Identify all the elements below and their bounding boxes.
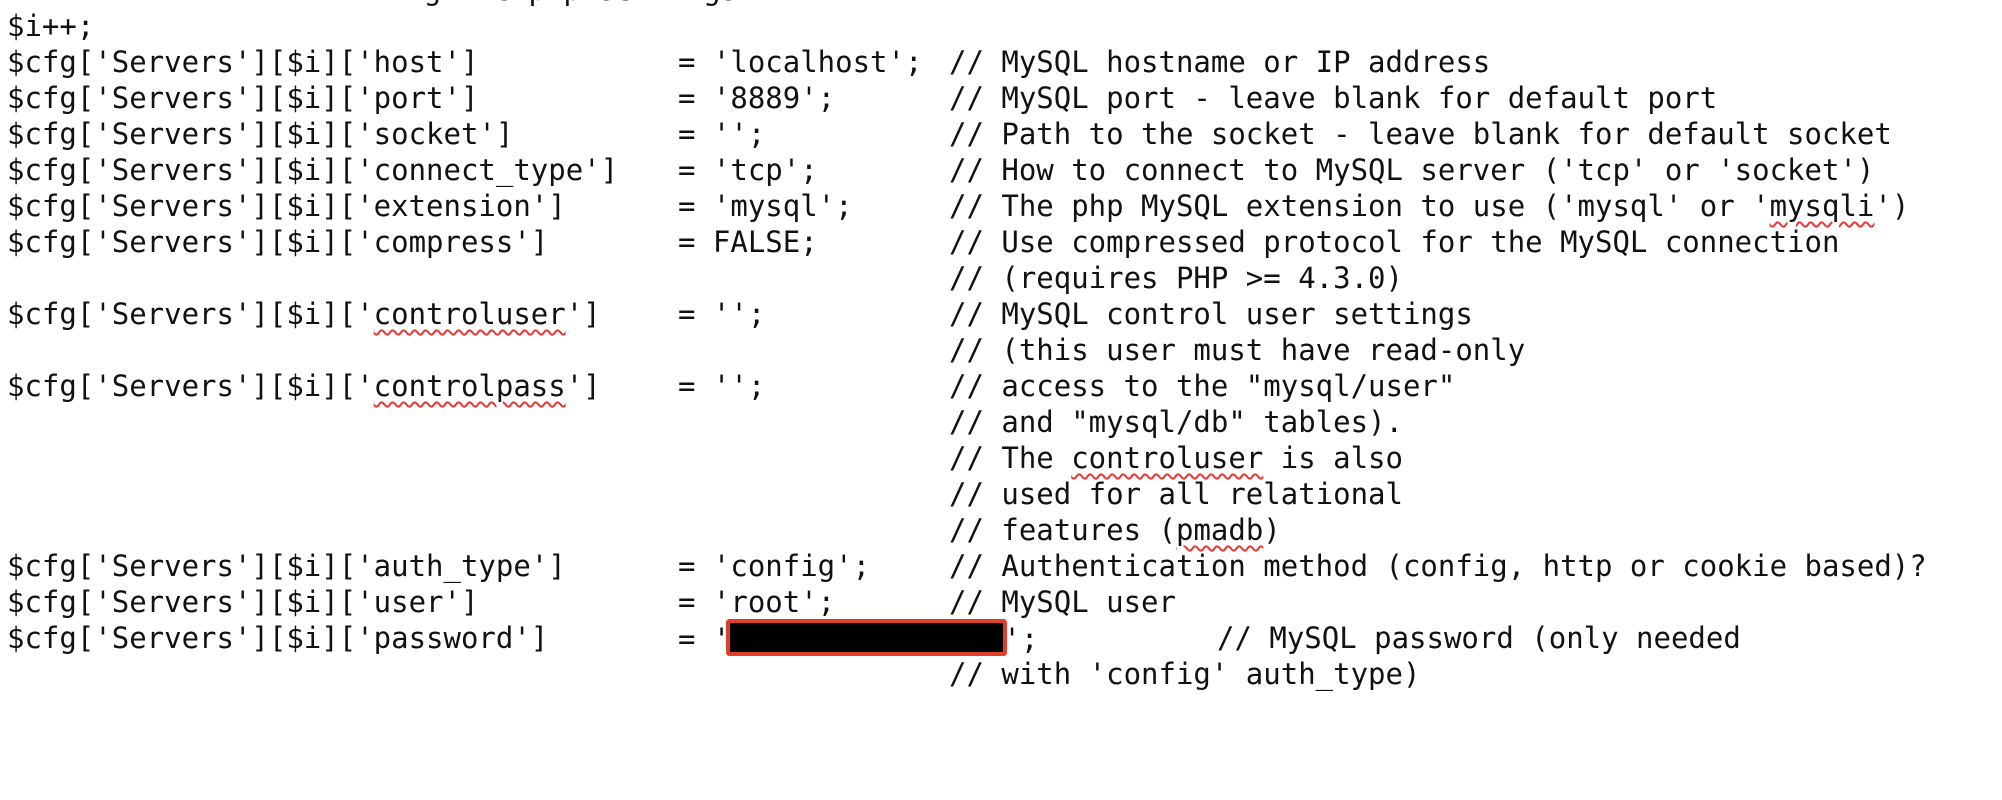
code-line-3: $cfg['Servers'][$i]['host'] = 'localhost… <box>7 44 2002 80</box>
config-value: = 'root'; <box>678 585 836 619</box>
code-line-5: $cfg['Servers'][$i]['socket'] = ''; // P… <box>7 116 2002 152</box>
spellcheck-flagged-word: pmadb <box>1175 513 1264 547</box>
code-comment: // features (pmadb) <box>949 512 1281 548</box>
config-key: $cfg['Servers'][$i]['socket'] <box>7 117 514 151</box>
spellcheck-flagged-word: controlpass <box>373 369 566 403</box>
config-value: = 'config'; <box>678 549 871 583</box>
code-line-13: // and "mysql/db" tables). <box>7 404 2002 440</box>
config-value: = 'tcp'; <box>678 153 818 187</box>
code-line-1: ...nfig.inc.php settings... <box>7 0 2002 8</box>
code-line-4: $cfg['Servers'][$i]['port'] = '8889'; //… <box>7 80 2002 116</box>
config-key: $cfg['Servers'][$i]['auth_type'] <box>7 549 566 583</box>
code-comment: // MySQL hostname or IP address <box>949 45 1491 79</box>
code-comment: // Use compressed protocol for the MySQL… <box>949 225 1840 259</box>
code-text: $i++; <box>7 9 95 43</box>
spellcheck-flagged-word: mysqli <box>1769 189 1875 223</box>
redaction-box <box>730 623 1004 652</box>
code-comment: // Authentication method (config, http o… <box>949 549 1927 583</box>
spellcheck-flagged-word: controluser <box>1071 441 1264 475</box>
spellcheck-flagged-word: controluser <box>373 297 566 331</box>
code-comment: // MySQL user <box>949 585 1176 619</box>
code-line-7: $cfg['Servers'][$i]['extension'] = 'mysq… <box>7 188 2002 224</box>
code-comment: // used for all relational <box>949 477 1403 511</box>
code-line-14: // The controluser is also <box>7 440 2002 476</box>
config-key: $cfg['Servers'][$i]['controluser'] <box>7 296 601 332</box>
config-value: = ''; <box>678 369 766 403</box>
code-line-20: // with 'config' auth_type) <box>7 656 2002 692</box>
config-key: $cfg['Servers'][$i]['extension'] <box>7 189 566 223</box>
code-comment: // with 'config' auth_type) <box>949 657 1421 691</box>
code-comment: // The php MySQL extension to use ('mysq… <box>949 188 1909 224</box>
code-line-11: // (this user must have read-only <box>7 332 2002 368</box>
config-value: = ''; <box>678 117 766 151</box>
code-line-9: // (requires PHP >= 4.3.0) <box>7 260 2002 296</box>
comment-text: ) <box>1263 513 1281 547</box>
code-comment: // MySQL control user settings <box>949 297 1473 331</box>
config-key: $cfg['Servers'][$i]['controlpass'] <box>7 368 601 404</box>
comment-text: ') <box>1874 189 1910 223</box>
config-value: = ' '; <box>678 620 1038 657</box>
key-text: '] <box>565 297 601 331</box>
code-line-10: $cfg['Servers'][$i]['controluser'] = '';… <box>7 296 2002 332</box>
config-key: $cfg['Servers'][$i]['host'] <box>7 45 479 79</box>
value-text: '; <box>1003 622 1039 656</box>
config-value: = ''; <box>678 297 766 331</box>
config-value: = '8889'; <box>678 81 836 115</box>
code-comment: // MySQL port - leave blank for default … <box>949 81 1718 115</box>
code-line-16: // features (pmadb) <box>7 512 2002 548</box>
comment-text: // features ( <box>949 513 1176 547</box>
config-key: $cfg['Servers'][$i]['connect_type'] <box>7 153 619 187</box>
code-comment: // MySQL password (only needed <box>1217 621 1741 655</box>
code-comment: // Path to the socket - leave blank for … <box>949 117 1892 151</box>
code-comment: // How to connect to MySQL server ('tcp'… <box>949 153 1875 187</box>
comment-text: // The php MySQL extension to use ('mysq… <box>949 189 1770 223</box>
code-line-17: $cfg['Servers'][$i]['auth_type'] = 'conf… <box>7 548 2002 584</box>
value-text: = ' <box>678 622 731 656</box>
code-line-8: $cfg['Servers'][$i]['compress'] = FALSE;… <box>7 224 2002 260</box>
comment-text: // The <box>949 441 1072 475</box>
code-line-2: $i++; <box>7 8 2002 44</box>
code-line-12: $cfg['Servers'][$i]['controlpass'] = '';… <box>7 368 2002 404</box>
code-comment: // and "mysql/db" tables). <box>949 405 1403 439</box>
key-text: $cfg['Servers'][$i][' <box>7 297 374 331</box>
code-comment: // access to the "mysql/user" <box>949 369 1456 403</box>
config-key: $cfg['Servers'][$i]['compress'] <box>7 225 549 259</box>
code-line-15: // used for all relational <box>7 476 2002 512</box>
config-value: = 'mysql'; <box>678 189 853 223</box>
code-text: ...nfig.inc.php settings... <box>319 0 790 8</box>
config-value: = FALSE; <box>678 225 818 259</box>
config-key: $cfg['Servers'][$i]['port'] <box>7 81 479 115</box>
code-line-6: $cfg['Servers'][$i]['connect_type'] = 't… <box>7 152 2002 188</box>
code-editor[interactable]: ...nfig.inc.php settings... $i++; $cfg['… <box>7 0 2002 692</box>
code-comment: // The controluser is also <box>949 440 1403 476</box>
key-text: '] <box>565 369 601 403</box>
comment-text: is also <box>1263 441 1403 475</box>
code-comment: // (this user must have read-only <box>949 333 1526 367</box>
code-comment: // (requires PHP >= 4.3.0) <box>949 261 1403 295</box>
key-text: $cfg['Servers'][$i][' <box>7 369 374 403</box>
code-line-18: $cfg['Servers'][$i]['user'] = 'root'; //… <box>7 584 2002 620</box>
config-value: = 'localhost'; <box>678 45 923 79</box>
config-key: $cfg['Servers'][$i]['user'] <box>7 585 479 619</box>
code-line-19: $cfg['Servers'][$i]['password'] = ' '; //… <box>7 620 2002 656</box>
config-key: $cfg['Servers'][$i]['password'] <box>7 621 549 655</box>
